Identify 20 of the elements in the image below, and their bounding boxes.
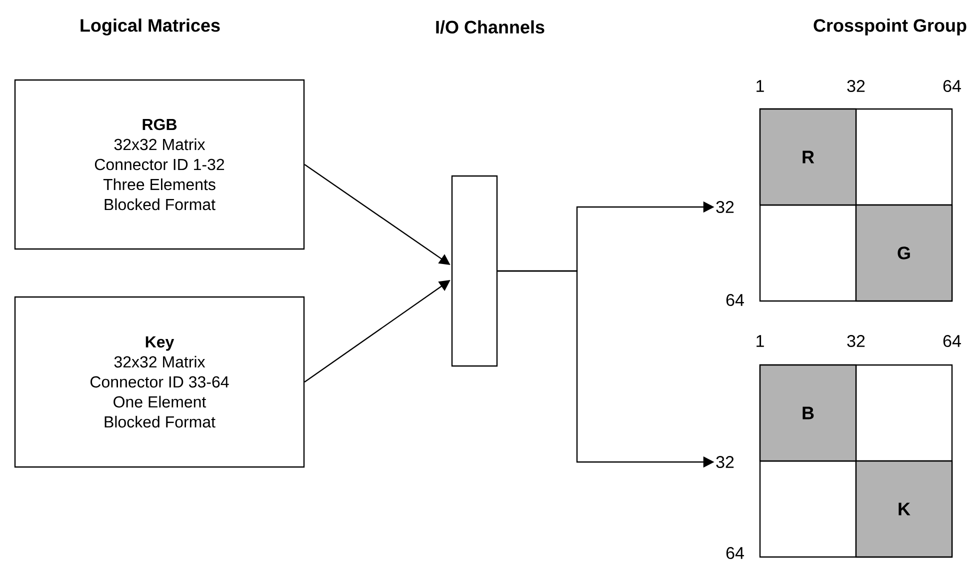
matrix-box: Key 32x32 Matrix Connector ID 33-64 One Element Blocked Format: [14, 296, 305, 468]
column-heading: Crosspoint Group: [814, 18, 966, 36]
shaded-cell: G: [855, 204, 953, 302]
matrix-box: RGB 32x32 Matrix Connector ID 1-32 Three Elements Blocked Format: [14, 79, 305, 250]
axis-number: 32: [847, 80, 865, 92]
row-number: 32: [716, 200, 734, 214]
axis-number: 32: [847, 334, 865, 348]
shaded-cell: B: [759, 364, 857, 462]
axis-number: 64: [943, 334, 961, 348]
shaded-cell: R: [759, 108, 857, 206]
axis-number: 64: [726, 546, 744, 560]
shaded-cell: K: [855, 460, 953, 558]
axis-number: 64: [943, 80, 961, 92]
channel-box: [451, 175, 498, 367]
column-heading: I/O Channels: [436, 20, 544, 34]
axis-number: 1: [756, 80, 764, 92]
column-heading: Logical Matrices: [80, 18, 220, 36]
row-number: 32: [716, 456, 734, 468]
axis-number: 1: [756, 335, 764, 347]
axis-number: 64: [726, 294, 744, 306]
